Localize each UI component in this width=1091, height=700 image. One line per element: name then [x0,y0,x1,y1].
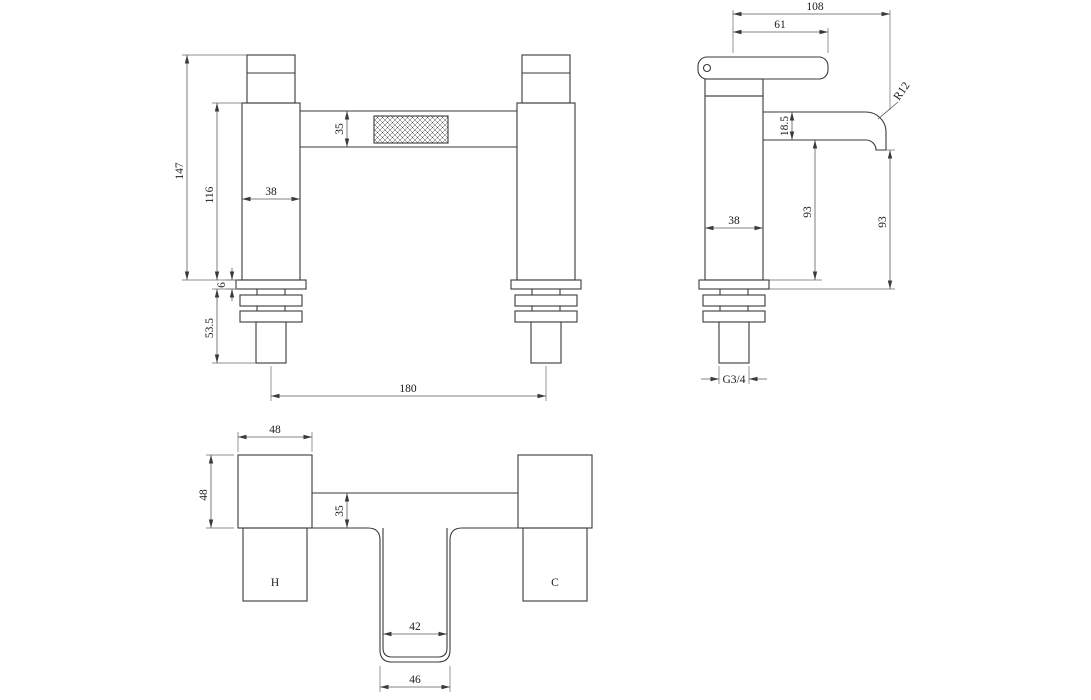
dim-front-body-width: 38 [242,186,300,202]
dim-label-18-5: 18.5 [779,116,791,136]
dim-label-35-front: 35 [334,123,346,135]
plan-spout-bar [312,492,518,541]
dim-label-93-inner: 93 [802,206,814,218]
front-left-pillar [241,54,301,281]
dim-plan-body-width: 48 [237,424,313,452]
plan-hot-pillar: H [237,454,313,602]
dim-label-6: 6 [216,282,228,288]
dim-plan-body-depth: 48 [198,454,234,529]
dim-label-r12: R12 [892,80,913,103]
dim-side-spout-radius: R12 [877,80,913,120]
dim-label-116: 116 [204,186,216,203]
dim-side-spout-lip: 18.5 [779,112,795,140]
dim-plan-spout-inner: 42 [383,621,447,637]
hot-label: H [271,577,279,589]
side-waterfall-spout [763,111,887,151]
side-mounting [698,279,770,364]
cold-label: C [551,577,559,589]
front-view: 147 116 38 35 6 53.5 [174,54,582,401]
front-right-pillar [516,54,576,281]
dim-side-body-depth: 38 [705,215,763,231]
dim-label-180: 180 [399,383,417,395]
waterfall-aerator-window [373,115,449,144]
dim-side-total-projection: 108 [732,1,891,110]
dim-label-53-5: 53.5 [204,318,216,338]
dim-side-tip-clearance: 93 [769,149,895,290]
dim-side-handle-projection: 61 [733,19,829,53]
dim-label-35-plan: 35 [334,505,346,517]
dim-side-spout-clearance: 93 [769,140,822,281]
dim-front-body-height: 116 [204,102,242,280]
dim-side-thread-size: G3/4 [701,366,767,386]
plan-view: H C 48 48 [198,424,593,692]
side-body [704,95,764,281]
dim-front-bar-height: 35 [334,111,350,147]
dim-front-shank-length: 53.5 [204,288,256,364]
front-right-mounting [510,279,582,364]
plan-spout [379,528,451,663]
dim-label-93-outer: 93 [877,216,889,228]
dim-front-plate-thickness: 6 [216,268,237,301]
front-spout-bar [300,110,517,148]
dim-label-46: 46 [409,674,421,686]
dim-plan-spout-outer: 46 [379,666,451,692]
dim-front-overall-height: 147 [174,54,247,281]
front-left-mounting [235,279,307,364]
side-view: 108 61 R12 18.5 93 93 38 [697,1,913,386]
dim-label-147: 147 [174,162,186,180]
dim-label-61: 61 [774,19,786,31]
dim-label-48-top: 48 [269,424,281,436]
dim-label-48-side: 48 [198,489,210,501]
dim-label-42: 42 [409,621,421,633]
dim-front-centres: 180 [270,366,547,401]
dim-plan-bar-depth: 35 [334,493,350,528]
plan-cold-pillar: C [517,454,593,602]
dim-label-38-side: 38 [728,215,740,227]
dim-label-38-front: 38 [265,186,277,198]
side-handle-lever [697,56,829,97]
dim-label-108: 108 [806,1,824,13]
dim-label-g34: G3/4 [723,374,746,386]
